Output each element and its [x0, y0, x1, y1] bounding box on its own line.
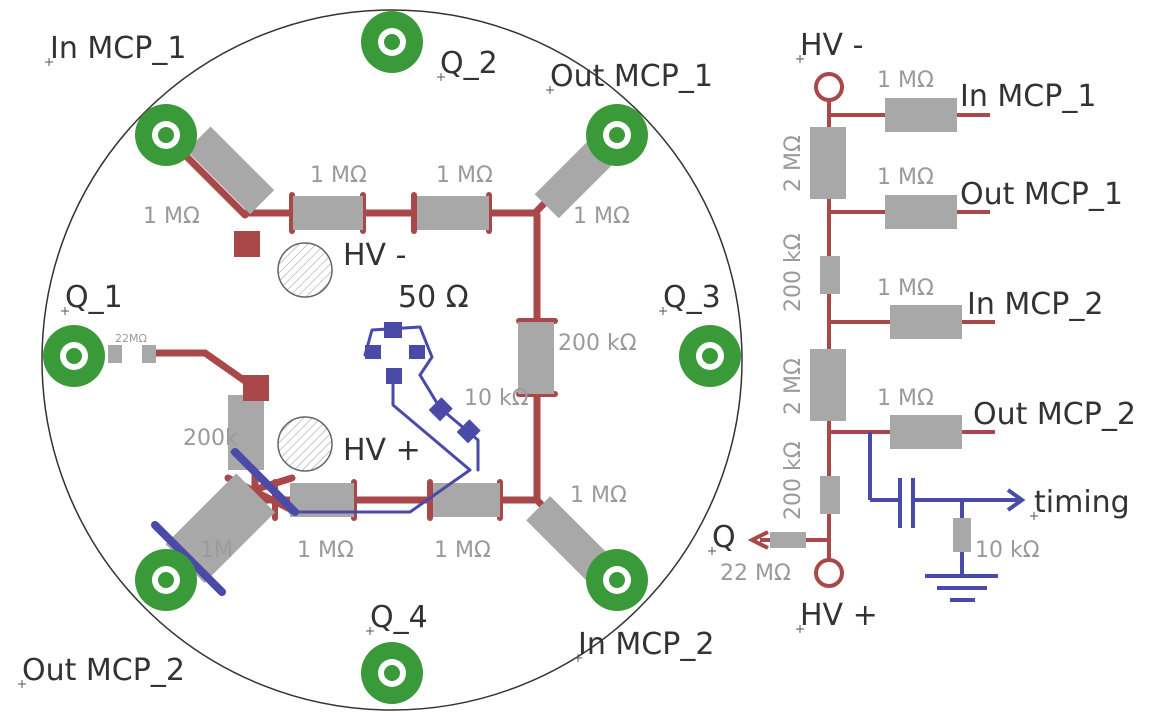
board-value-right-vertical: 200 kΩ: [558, 331, 637, 356]
board-blue-pads: [365, 322, 481, 444]
schematic-hv-minus-terminal: [814, 72, 844, 102]
pad-out-mcp-1: [586, 104, 648, 166]
board-hv-plus-hole: [277, 416, 333, 472]
board-value-bottom-left: 1 MΩ: [297, 538, 354, 563]
schematic-value-200k-bottom: 200 kΩ: [781, 441, 806, 520]
board-resistor-top-mid: [417, 196, 489, 230]
pad-in-mcp-2: [586, 549, 648, 611]
board-value-top-mid: 1 MΩ: [436, 163, 493, 188]
board-resistor-1m: [165, 473, 276, 584]
schematic-hv-plus-terminal: [814, 558, 844, 588]
board-label-out-mcp-2: Out MCP_2: [22, 653, 185, 688]
schematic-value-10k: 10 kΩ: [975, 538, 1040, 563]
pad-out-mcp-2: [135, 549, 197, 611]
schematic-value-22m: 22 MΩ: [720, 561, 791, 586]
board-value-small-22m: 22MΩ: [115, 332, 147, 345]
board-value-diag-top-left: 1 MΩ: [143, 204, 200, 229]
schematic-value-2m-top: 2 MΩ: [781, 135, 806, 192]
pad-q-2: [361, 11, 423, 73]
schematic-value-2m-bottom: 2 MΩ: [781, 358, 806, 415]
board-resistors: [108, 126, 619, 584]
board-value-200k: 200k: [183, 426, 238, 451]
board-resistor-top-left: [293, 196, 363, 230]
pad-q-4: [361, 642, 423, 704]
board-resistor-diag-top-left: [186, 126, 275, 215]
board-value-bottom-right: 1 MΩ: [570, 483, 627, 508]
board-square-pad-top: [234, 231, 260, 257]
schematic-value-r3: 1 MΩ: [877, 276, 934, 301]
pad-q-1: [43, 325, 105, 387]
schematic-label-hv-plus: HV +: [800, 598, 878, 633]
pad-in-mcp-1: [135, 104, 197, 166]
schematic-timing-path: [868, 432, 1026, 602]
board-value-terminator: 10 kΩ: [464, 386, 529, 411]
schematic-value-r1: 1 MΩ: [877, 68, 934, 93]
board-label-hv-minus: HV -: [343, 238, 406, 273]
board-label-q-1: Q_1: [65, 280, 123, 315]
board-label-q-2: Q_2: [440, 46, 498, 81]
schematic-label-out-mcp-2: Out MCP_2: [973, 397, 1136, 432]
origin-markers: [18, 55, 1038, 688]
board-label-50-ohm: 50 Ω: [398, 280, 469, 315]
board-label-q-3: Q_3: [663, 280, 721, 315]
schematic-value-r2: 1 MΩ: [877, 165, 934, 190]
board-outline: [41, 9, 743, 711]
board-resistor-small-left: [108, 345, 122, 363]
board-value-1m: 1M: [200, 538, 233, 563]
schematic: HV - HV + In MCP_1 Out MCP_1 In MCP_2 Ou…: [712, 28, 1136, 633]
board-label-q-4: Q_4: [370, 600, 428, 635]
board-label-in-mcp-2: In MCP_2: [578, 627, 714, 662]
board-value-diag-top-right: 1 MΩ: [573, 204, 630, 229]
board-green-pads: [43, 11, 741, 704]
schematic-label-hv-minus: HV -: [800, 28, 863, 63]
board-value-top-left: 1 MΩ: [310, 163, 367, 188]
board-labels: In MCP_1 Q_2 Out MCP_1 Q_1 Q_3 Out MCP_2…: [22, 31, 721, 688]
board-label-in-mcp-1: In MCP_1: [50, 31, 186, 66]
schematic-value-r4: 1 MΩ: [877, 386, 934, 411]
board-blue-bar-1m: [151, 521, 226, 596]
schematic-label-in-mcp-2: In MCP_2: [967, 287, 1103, 322]
board-blue-bar-200k: [231, 448, 299, 516]
schematic-label-q: Q: [712, 520, 736, 555]
board-square-pad-mid: [243, 375, 269, 401]
pad-q-3: [679, 325, 741, 387]
schematic-label-timing: timing: [1034, 485, 1130, 520]
board-hv-minus-hole: [277, 242, 333, 298]
schematic-label-out-mcp-1: Out MCP_1: [960, 177, 1123, 212]
schematic-label-in-mcp-1: In MCP_1: [960, 79, 1096, 114]
schematic-value-200k-top: 200 kΩ: [781, 233, 806, 312]
board-label-out-mcp-1: Out MCP_1: [550, 59, 713, 94]
board-resistor-right-vertical: [518, 322, 554, 394]
board-resistor-small-right: [142, 345, 156, 363]
schematic-resistors: [770, 98, 971, 552]
board-label-hv-plus: HV +: [343, 433, 421, 468]
board-value-bottom-mid: 1 MΩ: [434, 538, 491, 563]
